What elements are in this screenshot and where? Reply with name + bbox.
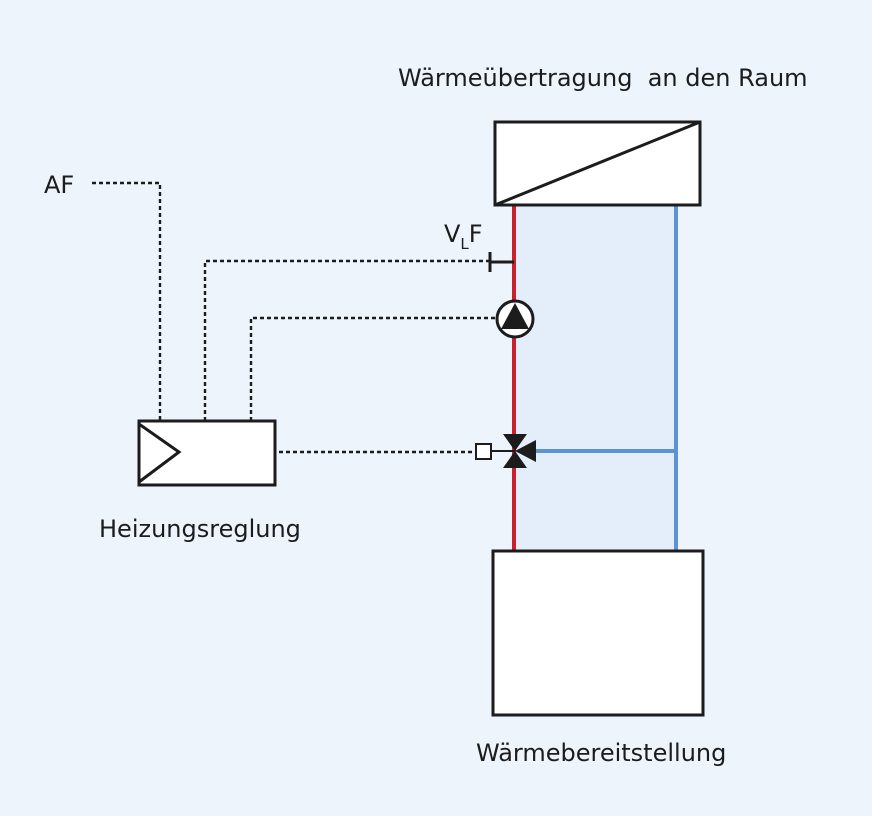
flow-sensor-signal-line: [203, 259, 490, 421]
pump-signal-line: [249, 316, 497, 421]
controller-label: Heizungsreglung: [99, 515, 301, 543]
flow-sensor-label-subscript: L: [460, 235, 469, 253]
heat-source-box: [491, 549, 705, 717]
loop-area: [514, 205, 676, 551]
flow-sensor-symbol: [488, 252, 514, 272]
heat-source-label: Wärmebereitstellung: [476, 739, 727, 767]
flow-sensor-label: VLF: [444, 222, 483, 252]
flow-sensor-label-main: V: [444, 220, 461, 248]
outdoor-sensor-signal-line: [92, 181, 162, 421]
outdoor-sensor-label: AF: [44, 171, 75, 199]
flow-sensor-label-suffix: F: [468, 220, 483, 248]
room-heat-transfer-label: Wärmeübertragung an den Raum: [398, 64, 808, 92]
heat-emitter: [493, 120, 702, 207]
pump-symbol: [495, 299, 535, 339]
controller-box: [137, 419, 277, 487]
